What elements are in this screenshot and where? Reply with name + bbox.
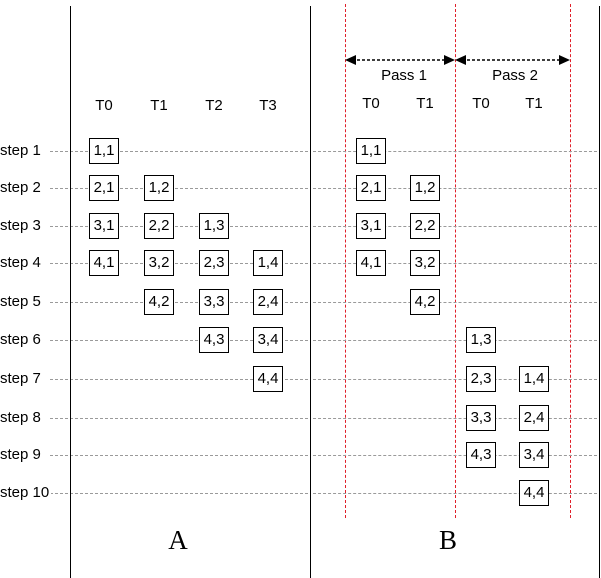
task-cell-b: 1,4 (519, 366, 549, 392)
task-cell-a: 1,1 (89, 138, 119, 164)
thread-header-a: T0 (95, 97, 113, 114)
thread-header-b: T0 (362, 95, 380, 112)
task-cell-b: 4,1 (356, 250, 386, 276)
task-cell-a: 2,4 (253, 289, 283, 315)
step-guide-line-b (313, 379, 597, 380)
panel-divider (310, 6, 311, 578)
step-guide-line-a (50, 418, 308, 419)
task-cell-a: 4,3 (199, 327, 229, 353)
task-cell-a: 4,2 (144, 289, 174, 315)
step-guide-line-a (50, 455, 308, 456)
step-guide-line-a (50, 188, 308, 189)
task-cell-a: 3,4 (253, 327, 283, 353)
step-guide-line-b (313, 226, 597, 227)
step-label: step 8 (0, 409, 43, 426)
task-cell-a: 2,2 (144, 213, 174, 239)
task-cell-b: 4,2 (410, 289, 440, 315)
task-cell-b: 4,3 (466, 442, 496, 468)
step-guide-line-b (313, 455, 597, 456)
step-label: step 2 (0, 179, 43, 196)
step-guide-line-a (50, 151, 308, 152)
step-label: step 4 (0, 254, 43, 271)
pass-boundary-line (570, 4, 571, 518)
step-guide-line-a (50, 340, 308, 341)
task-cell-b: 2,4 (519, 405, 549, 431)
thread-header-a: T1 (150, 97, 168, 114)
task-cell-a: 1,4 (253, 250, 283, 276)
pass-boundary-line (345, 4, 346, 518)
task-cell-a: 2,3 (199, 250, 229, 276)
pass-2-arrowhead-right (559, 55, 570, 65)
step-guide-line-a (50, 263, 308, 264)
pass-1-arrowhead-right (444, 55, 455, 65)
step-label: step 9 (0, 446, 43, 463)
step-label: step 10 (0, 484, 52, 501)
step-guide-line-b (313, 418, 597, 419)
task-cell-a: 1,2 (144, 175, 174, 201)
step-label: step 1 (0, 142, 43, 159)
task-cell-b: 3,2 (410, 250, 440, 276)
task-cell-b: 1,1 (356, 138, 386, 164)
step-guide-line-b (313, 188, 597, 189)
thread-header-a: T3 (259, 97, 277, 114)
task-cell-b: 1,3 (466, 327, 496, 353)
step-guide-line-a (50, 302, 308, 303)
task-cell-b: 2,2 (410, 213, 440, 239)
panel-a-left-border (70, 6, 71, 578)
task-cell-a: 4,1 (89, 250, 119, 276)
step-guide-line-b (313, 340, 597, 341)
step-label: step 3 (0, 217, 43, 234)
task-cell-b: 1,2 (410, 175, 440, 201)
step-guide-line-b (313, 263, 597, 264)
task-cell-b: 3,4 (519, 442, 549, 468)
task-cell-b: 2,3 (466, 366, 496, 392)
panel-b-label: B (438, 525, 458, 555)
step-guide-line-b (313, 302, 597, 303)
thread-header-b: T1 (525, 95, 543, 112)
step-guide-line-a (50, 226, 308, 227)
panel-a-label: A (168, 525, 188, 555)
task-cell-b: 4,4 (519, 480, 549, 506)
pass-2-arrowhead-left (455, 55, 466, 65)
thread-header-b: T0 (472, 95, 490, 112)
step-label: step 6 (0, 331, 43, 348)
task-cell-a: 1,3 (199, 213, 229, 239)
step-label: step 5 (0, 293, 43, 310)
task-cell-b: 3,3 (466, 405, 496, 431)
task-cell-a: 3,3 (199, 289, 229, 315)
task-cell-a: 3,1 (89, 213, 119, 239)
task-cell-b: 2,1 (356, 175, 386, 201)
step-guide-line-b (313, 151, 597, 152)
task-cell-a: 2,1 (89, 175, 119, 201)
step-guide-line-b (313, 493, 597, 494)
pass-boundary-line (455, 4, 456, 518)
task-cell-b: 3,1 (356, 213, 386, 239)
pass-1-arrowhead-left (345, 55, 356, 65)
step-guide-line-a (50, 379, 308, 380)
task-cell-a: 4,4 (253, 366, 283, 392)
pass-1-label: Pass 1 (379, 67, 429, 84)
pass-2-label: Pass 2 (490, 67, 540, 84)
panel-b-right-border (599, 6, 600, 578)
thread-header-b: T1 (416, 95, 434, 112)
thread-header-a: T2 (205, 97, 223, 114)
step-label: step 7 (0, 370, 43, 387)
step-guide-line-a (50, 493, 308, 494)
task-cell-a: 3,2 (144, 250, 174, 276)
